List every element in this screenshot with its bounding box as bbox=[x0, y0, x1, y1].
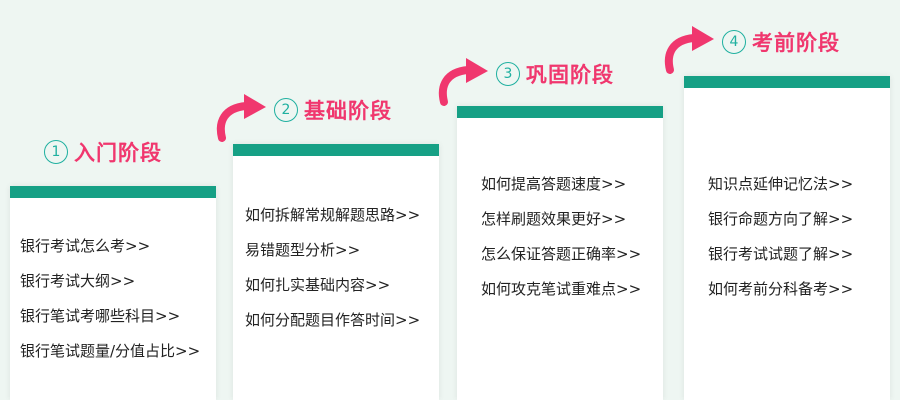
stage-card-bar bbox=[10, 186, 216, 198]
stage-card-bar bbox=[457, 106, 663, 118]
stage-item[interactable]: 知识点延伸记忆法>> bbox=[708, 175, 854, 193]
stage-items: 知识点延伸记忆法>> 银行命题方向了解>> 银行考试试题了解>> 如何考前分科备… bbox=[684, 174, 890, 314]
stage-title-4: 4 考前阶段 bbox=[722, 27, 840, 57]
stage-item[interactable]: 如何拆解常规解题思路>> bbox=[245, 206, 421, 224]
curved-arrow-icon bbox=[664, 26, 714, 74]
stage-items: 银行考试怎么考>> 银行考试大纲>> 银行笔试考哪些科目>> 银行笔试题量/分值… bbox=[10, 236, 216, 376]
stage-items: 如何提高答题速度>> 怎样刷题效果更好>> 怎么保证答题正确率>> 如何攻克笔试… bbox=[457, 174, 663, 314]
stage-title-text: 入门阶段 bbox=[74, 141, 162, 165]
stage-title-3: 3 巩固阶段 bbox=[496, 59, 614, 89]
stage-item[interactable]: 如何分配题目作答时间>> bbox=[245, 311, 421, 329]
stage-card-3: 如何提高答题速度>> 怎样刷题效果更好>> 怎么保证答题正确率>> 如何攻克笔试… bbox=[457, 106, 663, 400]
stage-card-bar bbox=[684, 76, 890, 88]
stage-card-2: 如何拆解常规解题思路>> 易错题型分析>> 如何扎实基础内容>> 如何分配题目作… bbox=[233, 144, 439, 400]
stage-number-badge: 2 bbox=[274, 98, 298, 122]
stage-title-text: 基础阶段 bbox=[304, 99, 392, 123]
stage-item[interactable]: 如何提高答题速度>> bbox=[481, 175, 627, 193]
stage-item[interactable]: 如何攻克笔试重难点>> bbox=[481, 280, 642, 298]
stage-item[interactable]: 银行笔试考哪些科目>> bbox=[20, 307, 181, 325]
stage-item[interactable]: 易错题型分析>> bbox=[245, 241, 361, 259]
stage-item[interactable]: 怎么保证答题正确率>> bbox=[481, 245, 642, 263]
stage-number-badge: 1 bbox=[44, 140, 68, 164]
curved-arrow-icon bbox=[216, 94, 266, 142]
stage-item[interactable]: 怎样刷题效果更好>> bbox=[481, 210, 627, 228]
stage-item[interactable]: 银行考试大纲>> bbox=[20, 272, 136, 290]
stage-card-bar bbox=[233, 144, 439, 156]
stage-title-text: 巩固阶段 bbox=[526, 63, 614, 87]
stage-number-badge: 4 bbox=[722, 30, 746, 54]
stage-card-1: 银行考试怎么考>> 银行考试大纲>> 银行笔试考哪些科目>> 银行笔试题量/分值… bbox=[10, 186, 216, 400]
stage-number-badge: 3 bbox=[496, 62, 520, 86]
curved-arrow-icon bbox=[438, 58, 488, 106]
stage-title-2: 2 基础阶段 bbox=[274, 95, 392, 125]
stage-item[interactable]: 银行命题方向了解>> bbox=[708, 210, 854, 228]
stage-item[interactable]: 如何考前分科备考>> bbox=[708, 280, 854, 298]
stage-item[interactable]: 银行考试怎么考>> bbox=[20, 237, 151, 255]
stage-card-4: 知识点延伸记忆法>> 银行命题方向了解>> 银行考试试题了解>> 如何考前分科备… bbox=[684, 76, 890, 400]
stage-title-1: 1 入门阶段 bbox=[44, 137, 162, 167]
stage-item[interactable]: 银行考试试题了解>> bbox=[708, 245, 854, 263]
stage-item[interactable]: 如何扎实基础内容>> bbox=[245, 276, 391, 294]
stage-title-text: 考前阶段 bbox=[752, 31, 840, 55]
stage-items: 如何拆解常规解题思路>> 易错题型分析>> 如何扎实基础内容>> 如何分配题目作… bbox=[233, 205, 439, 345]
stage-item[interactable]: 银行笔试题量/分值占比>> bbox=[20, 342, 201, 360]
